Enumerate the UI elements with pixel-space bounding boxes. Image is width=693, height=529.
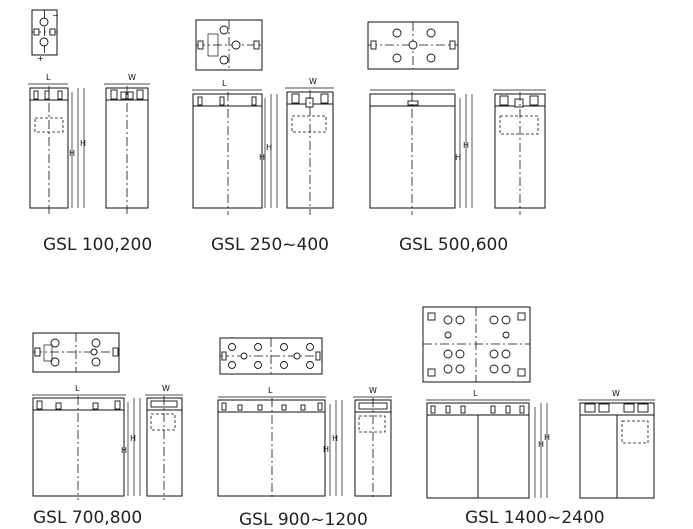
drawing-gsl-250-400: L H H W GSL 250~400	[192, 19, 334, 255]
top-view	[32, 332, 120, 373]
front-view: H H	[369, 89, 473, 215]
height-label: H	[544, 433, 550, 442]
top-view	[367, 21, 459, 70]
height-label: H	[80, 139, 86, 148]
height-label: H	[266, 143, 272, 152]
drawing-gsl-500-600: H H GSL 500,600	[367, 21, 546, 255]
height-label: H	[538, 440, 544, 449]
width-label: W	[309, 77, 317, 86]
height-label: H	[259, 153, 265, 162]
side-view: W	[104, 73, 150, 215]
front-view: L H H	[32, 384, 141, 500]
length-label: L	[222, 79, 227, 88]
height-label: H	[121, 446, 127, 455]
model-caption: GSL 500,600	[399, 235, 508, 255]
model-caption: GSL 1400~2400	[465, 508, 605, 528]
length-label: L	[473, 389, 478, 398]
model-caption: GSL 250~400	[211, 235, 329, 255]
drawing-gsl-700-800: L H H W GSL 700,800	[32, 332, 183, 528]
svg-text:−: −	[52, 11, 59, 20]
model-caption: GSL 900~1200	[239, 510, 368, 529]
top-view: − +	[31, 9, 59, 63]
height-label: H	[130, 434, 136, 443]
side-view: W	[353, 386, 392, 500]
height-label: H	[323, 445, 329, 454]
height-label: H	[463, 141, 469, 150]
width-label: W	[369, 386, 377, 395]
height-label: H	[332, 434, 338, 443]
drawing-gsl-900-1200: L H H W GSL 900~1200	[217, 337, 392, 529]
front-view: L H H	[217, 386, 343, 500]
side-view	[493, 89, 546, 215]
front-view: L H H	[426, 389, 550, 499]
front-view: L H H	[192, 79, 278, 215]
top-view	[422, 306, 531, 383]
height-label: H	[455, 153, 461, 162]
top-view	[195, 19, 263, 71]
length-label: L	[46, 73, 51, 82]
model-caption: GSL 100,200	[43, 235, 152, 255]
height-label: H	[69, 149, 75, 158]
front-view: L H H	[28, 73, 86, 215]
drawing-gsl-100-200: − + L H H W	[28, 9, 152, 255]
side-view: W	[578, 389, 655, 499]
width-label: W	[612, 389, 620, 398]
width-label: W	[128, 73, 136, 82]
side-view: W	[145, 384, 183, 500]
drawing-gsl-1400-2400: L H H W G	[422, 306, 655, 528]
length-label: L	[268, 386, 273, 395]
side-view: W	[285, 77, 334, 215]
width-label: W	[162, 384, 170, 393]
length-label: L	[75, 384, 80, 393]
model-caption: GSL 700,800	[33, 508, 142, 528]
svg-text:+: +	[37, 54, 44, 63]
top-view	[219, 337, 323, 375]
